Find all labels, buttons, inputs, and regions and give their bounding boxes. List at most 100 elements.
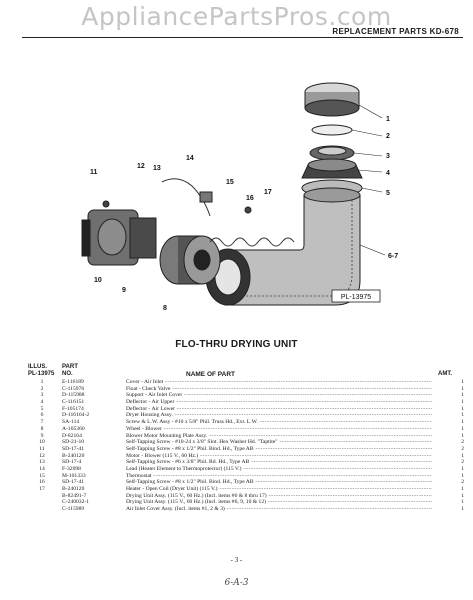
callout-1: 1 <box>386 116 390 123</box>
part-number: C-115976 <box>62 385 85 392</box>
part-amount: 2 <box>461 479 464 486</box>
part-name: Self-Tapping Screw - #10-24 x 3/8" Slot.… <box>126 439 432 446</box>
part-number: E-116189 <box>62 379 84 385</box>
callout-14: 14 <box>186 155 194 162</box>
leader-dots: ----------------------------------------… <box>161 425 432 432</box>
illus-number: 6 <box>40 412 44 419</box>
illus-number: 2 <box>40 385 44 392</box>
leader-dots: ----------------------------------------… <box>255 445 432 452</box>
part-number: D-116164-2 <box>62 412 90 419</box>
part-number: B-240120 <box>62 486 85 492</box>
table-row: 6 D-116164-2 Dryer Housing Assy. ---------… <box>28 412 464 419</box>
callout-6-7: 6-7 <box>388 253 398 260</box>
leader-dots: ----------------------------------------… <box>174 412 432 419</box>
illus-number: 12 <box>39 452 45 459</box>
part-amount: 1 <box>461 412 464 419</box>
callout-2: 2 <box>386 133 390 140</box>
table-row: 9 D-82164 Blower Motor Mounting Plate Assy… <box>28 433 464 440</box>
part-name: Self-Tapping Screw - #6 x 3/8" Phil. Rd.… <box>126 459 432 466</box>
leader-dots: ----------------------------------------… <box>267 499 432 506</box>
callout-10: 10 <box>94 277 102 284</box>
part-screw <box>244 206 252 214</box>
part-number: SD-21-10 <box>62 439 85 446</box>
part-amount: 1 <box>461 405 464 412</box>
part-name: Motor - Blower (115 V., 60 Hz.) --------… <box>126 453 432 460</box>
illus-number: 8 <box>40 425 44 432</box>
callout-16: 16 <box>246 195 254 202</box>
column-amt: AMT. <box>438 371 452 377</box>
illus-number: 5 <box>40 405 44 412</box>
part-number: SD-17-4 <box>62 459 82 466</box>
part-deflector-upper <box>301 158 363 179</box>
part-name: Lead (Heater Element to Thermoprotector)… <box>126 466 432 473</box>
part-lead-wire <box>161 178 211 217</box>
leader-dots: ----------------------------------------… <box>172 385 432 392</box>
part-name: Dryer Housing Assy. --------------------… <box>126 412 432 419</box>
watermark: AppliancePartsPros.com <box>81 2 392 31</box>
part-name: Blower Motor Mounting Plate Assy. ------… <box>126 433 432 440</box>
part-amount: 1 <box>461 392 464 399</box>
part-blower-motor <box>81 209 157 266</box>
callout-4: 4 <box>386 170 390 177</box>
plate-label: PL-13975 <box>341 294 371 301</box>
illus-number: 3 <box>40 392 44 399</box>
part-number: A-105360 <box>62 425 85 432</box>
part-number: F-32098 <box>62 465 81 472</box>
part-name: Air Inlet Cover Assy. (Incl. items #1, 2… <box>126 506 432 513</box>
part-name: Screw & L.W. Assy - #10 x 5/8" Phil. Tru… <box>126 419 432 426</box>
part-float-check-valve <box>311 124 353 136</box>
part-number: M-101333 <box>62 472 86 479</box>
page-header: REPLACEMENT PARTS KD-678 <box>332 27 459 36</box>
callout-5: 5 <box>386 190 390 197</box>
illus-number: 15 <box>39 472 45 479</box>
part-number: C-116151 <box>62 399 85 406</box>
leader-dots: ----------------------------------------… <box>151 472 432 479</box>
part-number: C-240032-1 <box>62 499 90 506</box>
leader-dots: ----------------------------------------… <box>255 479 432 486</box>
part-number: D-82164 <box>62 432 82 439</box>
leader-dots: ----------------------------------------… <box>176 405 432 412</box>
leader-dots: ----------------------------------------… <box>268 492 432 499</box>
part-amount: 1 <box>461 452 464 459</box>
leader-dots: ----------------------------------------… <box>219 486 432 492</box>
part-name: Deflector - Air Lower ------------------… <box>126 406 432 413</box>
part-cover-air-inlet <box>304 82 360 117</box>
leader-dots: ----------------------------------------… <box>226 506 432 513</box>
page-number: - 3 - <box>230 556 243 564</box>
part-amount: 1 <box>461 419 464 426</box>
leader-dots: ----------------------------------------… <box>279 439 432 446</box>
exploded-diagram: 1 2 3 4 5 6-7 8 9 10 11 12 13 14 15 16 1… <box>81 82 398 312</box>
part-amount: 1 <box>461 492 464 499</box>
callout-8: 8 <box>163 305 167 312</box>
callout-12: 12 <box>137 163 145 170</box>
part-name: Support - Air Inlet Cover --------------… <box>126 392 432 399</box>
part-amount: 1 <box>461 379 464 385</box>
illus-number: 17 <box>39 486 45 492</box>
table-row: 17 B-240120 Heater - Open Coil (Dryer Unit… <box>28 486 464 493</box>
callout-17: 17 <box>264 189 272 196</box>
illus-number: 9 <box>40 432 44 439</box>
part-name: Deflector - Air Upper ------------------… <box>126 399 432 406</box>
column-illus: ILLUS. PL-13975 <box>28 364 55 377</box>
part-number: SD-17-41 <box>62 445 85 452</box>
plate-label-box: PL-13975 <box>331 289 381 303</box>
part-name: Self-Tapping Screw - #8 x 1/2" Phil. Bin… <box>126 479 432 486</box>
leader-dots: ----------------------------------------… <box>251 459 432 466</box>
part-amount: 1 <box>461 499 464 506</box>
part-name: Self-Tapping Screw - #8 x 1/2" Phil. Bin… <box>126 446 432 453</box>
illus-number: 13 <box>39 459 45 466</box>
column-name: NAME OF PART <box>186 371 235 378</box>
part-name: Heater - Open Coil (Dryer Unit) (115 V.)… <box>126 486 432 493</box>
